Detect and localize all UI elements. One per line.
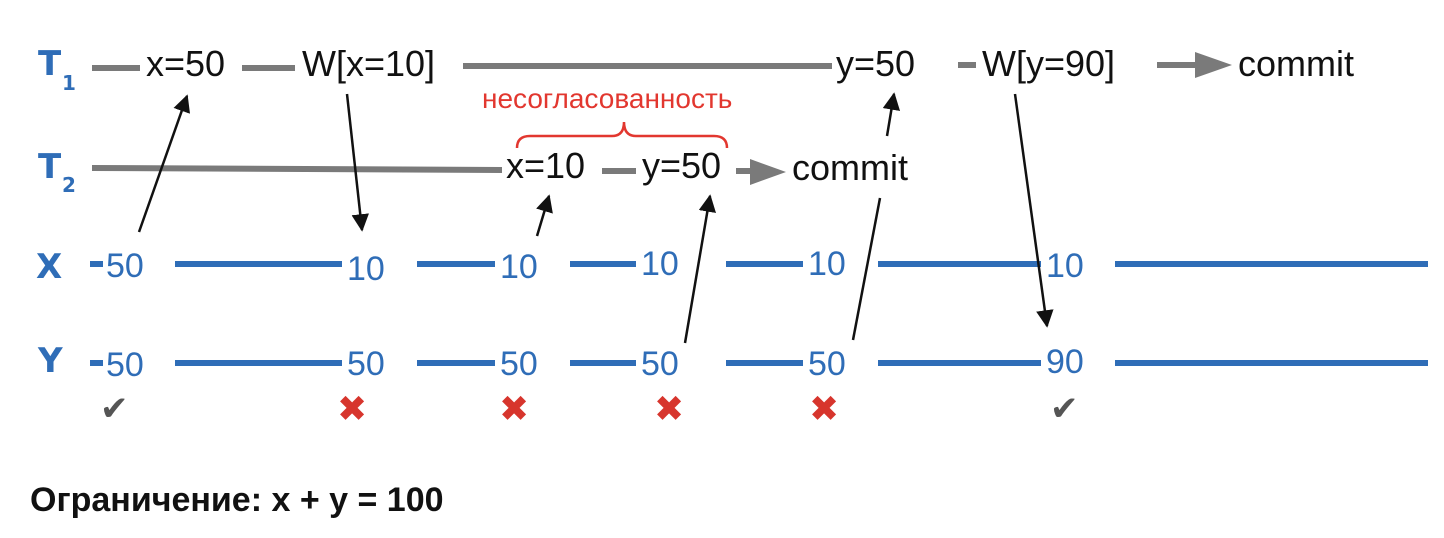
row-label-t2: T 2 — [38, 147, 76, 197]
x-value: 10 — [347, 250, 385, 288]
t1-op-commit: commit — [1238, 43, 1354, 84]
x-value: 10 — [500, 248, 538, 286]
cross-icon: ✖ — [499, 389, 529, 430]
row-label-y: Y — [37, 341, 63, 381]
svg-text:2: 2 — [62, 173, 76, 197]
t1-op-read-y: y=50 — [836, 43, 915, 84]
y-value: 50 — [347, 345, 385, 383]
arrow-read-x-t1 — [137, 94, 191, 233]
cross-icon: ✖ — [654, 389, 684, 430]
t1-op-write-x: W[x=10] — [302, 43, 435, 84]
t2-op-write-y: y=50 — [642, 145, 721, 186]
t2-op-write-x: x=10 — [506, 145, 585, 186]
t2-commit-arrowhead — [750, 159, 786, 185]
svg-text:1: 1 — [62, 71, 76, 95]
check-icon: ✔ — [100, 389, 129, 429]
x-value: 10 — [808, 245, 846, 283]
cross-icon: ✖ — [809, 389, 839, 430]
x-value: 10 — [641, 245, 679, 283]
t1-op-read-x: x=50 — [146, 43, 225, 84]
t2-op-commit: commit — [792, 147, 908, 188]
arrow-read-y-t1 — [851, 197, 882, 341]
arrow-write-x-t1 — [345, 93, 369, 232]
arrow-read-x-t2 — [535, 194, 553, 237]
svg-text:T: T — [38, 147, 62, 187]
row-label-t1: T 1 — [38, 44, 76, 95]
y-value: 50 — [500, 345, 538, 383]
y-value: 50 — [808, 345, 846, 383]
inconsistency-brace — [515, 121, 729, 149]
x-value: 10 — [1046, 247, 1084, 285]
row-label-x: X — [36, 247, 62, 287]
arrow-read-y-t2 — [683, 194, 716, 344]
inconsistency-label: несогласованность — [482, 83, 732, 114]
svg-text:T: T — [38, 44, 62, 84]
check-icon: ✔ — [1050, 389, 1079, 429]
y-value: 50 — [641, 345, 679, 383]
t1-commit-arrowhead — [1195, 52, 1232, 78]
cross-icon: ✖ — [337, 389, 367, 430]
y-value: 90 — [1046, 343, 1084, 381]
t1-op-write-y: W[y=90] — [982, 43, 1115, 84]
data-flow-arrows — [137, 92, 1054, 344]
arrow-write-y-t1 — [1013, 93, 1054, 328]
constraint-text: Ограничение: x + y = 100 — [30, 481, 444, 519]
t1-timeline — [92, 62, 1197, 71]
y-value: 50 — [106, 346, 144, 384]
x-value: 50 — [106, 247, 144, 285]
arrow-read-y-t1-upper — [882, 92, 901, 137]
